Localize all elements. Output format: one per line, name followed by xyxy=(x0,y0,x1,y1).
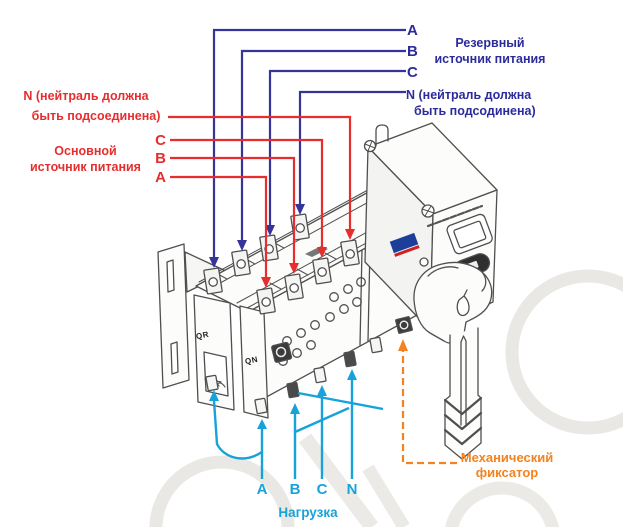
reserve-phase-b-label: B xyxy=(407,43,418,60)
panel-text-line xyxy=(426,204,484,228)
lock-latch xyxy=(395,316,413,334)
reserve-neutral-note-line1: N (нейтраль должна xyxy=(406,88,532,102)
load-phase-n-label: N xyxy=(346,481,358,498)
main-phase-c-label: C xyxy=(155,132,166,149)
reserve-source-title-line2: источник питания xyxy=(434,52,546,66)
load-wire-arrows xyxy=(209,369,357,429)
main-source-title-line1: Основной xyxy=(54,144,117,158)
switch-toggle xyxy=(271,341,293,363)
reserve-phase-c-label: C xyxy=(407,64,418,81)
mechanical-lock-pointer xyxy=(398,339,457,465)
reserve-source-title-line1: Резервный xyxy=(455,36,525,50)
reserve-neutral-note-line2: быть подсодинена) xyxy=(414,104,536,118)
bottom-terminals xyxy=(204,336,383,415)
main-neutral-note-line2: быть подсоединена) xyxy=(31,109,161,123)
load-phase-a-label: A xyxy=(256,481,268,498)
load-phase-b-label: B xyxy=(289,481,301,498)
switch-poles xyxy=(193,294,293,419)
mounting-bracket xyxy=(157,243,229,389)
main-wire-arrows xyxy=(261,229,355,288)
mechanical-lock-label-line1: Механический xyxy=(460,450,554,465)
watermark-shapes xyxy=(149,269,623,527)
display-window xyxy=(446,213,493,255)
operating-handle xyxy=(413,257,493,460)
load-phase-c-label: C xyxy=(316,481,328,498)
main-source-wires xyxy=(168,115,352,277)
mechanical-lock-label-line2: фиксатор xyxy=(475,465,539,480)
load-title: Нагрузка xyxy=(278,505,338,520)
brand-logo xyxy=(389,232,420,257)
screw xyxy=(363,139,377,153)
main-phase-b-label: B xyxy=(155,150,166,167)
top-terminals xyxy=(203,213,360,315)
reserve-wire-arrows xyxy=(209,204,305,268)
main-neutral-note-line1: N (нейтраль должна xyxy=(23,89,149,103)
handle-chevrons xyxy=(443,396,483,446)
main-phase-a-label: A xyxy=(155,169,166,186)
screw xyxy=(421,204,435,218)
reserve-phase-a-label: A xyxy=(407,22,418,39)
load-wires xyxy=(212,380,384,479)
main-source-title-line2: источник питания xyxy=(30,160,141,174)
